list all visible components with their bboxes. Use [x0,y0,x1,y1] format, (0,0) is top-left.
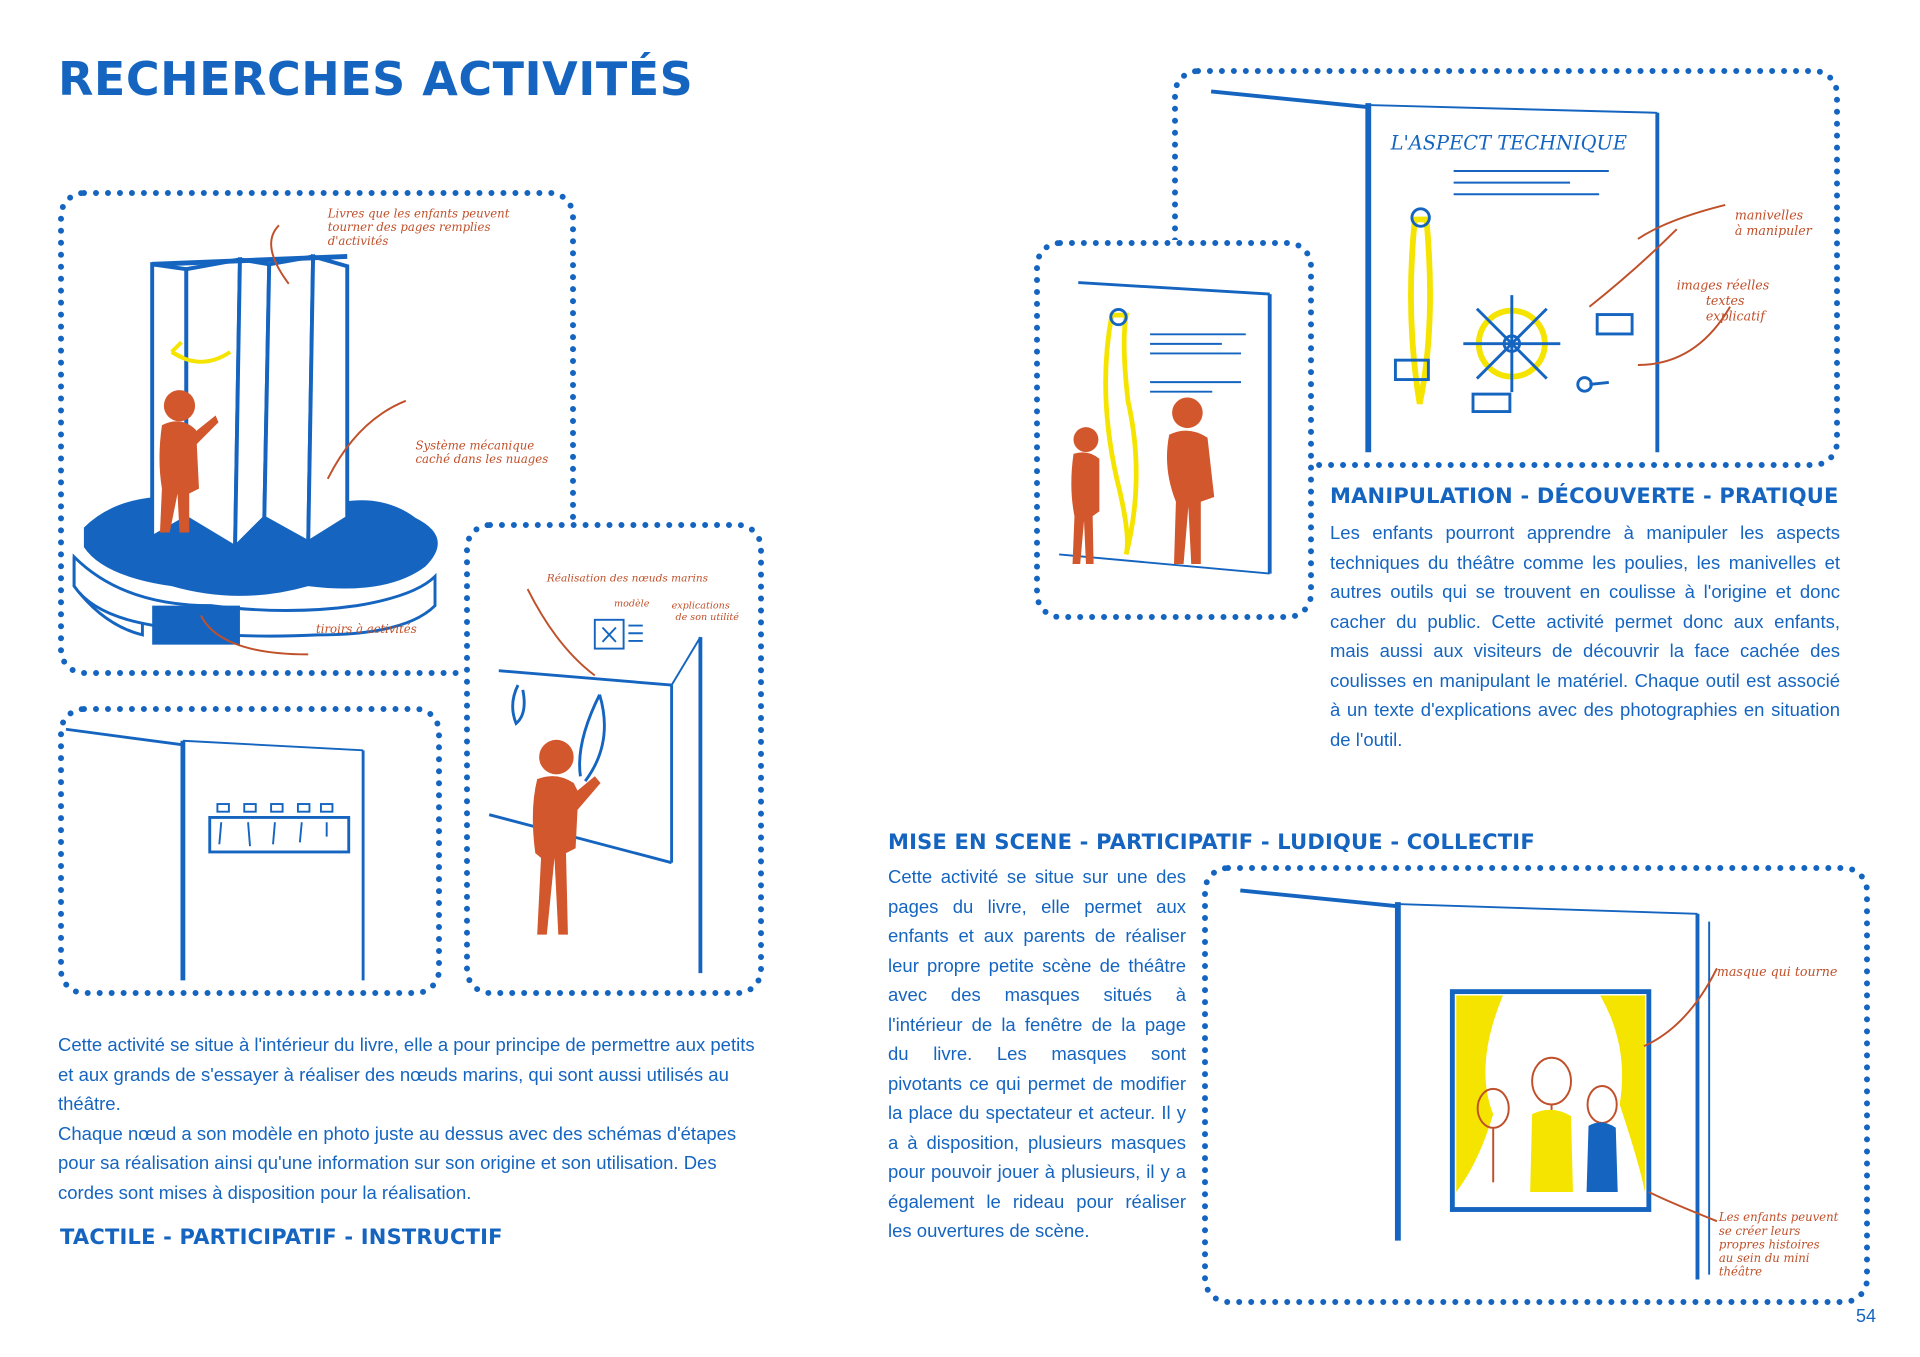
sketch-book-platform: Livres que les enfants peuvent tourner d… [58,190,576,676]
note-knots: Réalisation des nœuds marins [546,572,709,584]
manipulation-heading: MANIPULATION - DÉCOUVERTE - PRATIQUE [1330,484,1839,508]
note-mechanism: Système mécanique [416,439,535,453]
note-cranks: manivelles [1735,208,1804,223]
svg-text:se créer leurs: se créer leurs [1719,1224,1800,1238]
staging-heading: MISE EN SCENE - PARTICIPATIF - LUDIQUE -… [888,830,1535,854]
note-images: images réelles [1677,277,1770,292]
page-title: RECHERCHES ACTIVITÉS [58,52,694,106]
svg-text:à manipuler: à manipuler [1735,223,1813,238]
knots-wall-drawing [65,727,365,981]
note-book-pages: Livres que les enfants peuvent [327,206,510,220]
technical-board-drawing: L'ASPECT TECHNIQUE manivelles à manip [1210,89,1813,453]
note-explanations: explications [672,600,730,611]
page-number: 54 [1855,1306,1876,1326]
knots-paragraph-1: Cette activité se situe à l'intérieur du… [58,1034,755,1114]
note-drawer: tiroirs à activités [316,622,417,636]
sketch-child-knot: Réalisation des nœuds marins modèle expl… [464,522,764,996]
knots-keywords: TACTILE - PARTICIPATIF - INSTRUCTIF [60,1225,503,1249]
svg-text:explicatif: explicatif [1706,308,1767,323]
note-stories: Les enfants peuvent [1718,1210,1839,1224]
svg-text:textes: textes [1706,293,1745,308]
sketch-knots-wall [58,706,442,996]
svg-text:de son utilité: de son utilité [675,612,739,623]
note-model: modèle [614,598,650,609]
manipulation-description: Les enfants pourront apprendre à manipul… [1330,522,1840,750]
book-platform-drawing: Livres que les enfants peuvent tourner d… [72,206,549,656]
knots-paragraph-2: Chaque nœud a son modèle en photo juste … [58,1122,737,1203]
child-knot-drawing: Réalisation des nœuds marins modèle expl… [488,572,739,974]
svg-text:théâtre: théâtre [1719,1265,1762,1279]
mini-theatre-drawing: masque qui tourne Les enfants peuvent se… [1240,888,1839,1280]
svg-text:d'activités: d'activités [328,234,389,248]
sketch-mini-theatre: masque qui tourne Les enfants peuvent se… [1202,865,1870,1305]
sketch-technical-children [1034,240,1314,620]
board-title: L'ASPECT TECHNIQUE [1390,132,1627,155]
staging-description: Cette activité se situe sur une des page… [888,866,1186,1241]
svg-text:propres histoires: propres histoires [1719,1237,1820,1251]
svg-text:tourner des pages remplies: tourner des pages remplies [328,220,491,234]
technical-children-drawing [1059,281,1272,575]
svg-text:caché dans les nuages: caché dans les nuages [416,452,549,466]
knots-description: Cette activité se situe à l'intérieur du… [58,1030,770,1207]
note-mask: masque qui tourne [1717,964,1837,979]
svg-text:au sein du mini: au sein du mini [1719,1251,1810,1265]
